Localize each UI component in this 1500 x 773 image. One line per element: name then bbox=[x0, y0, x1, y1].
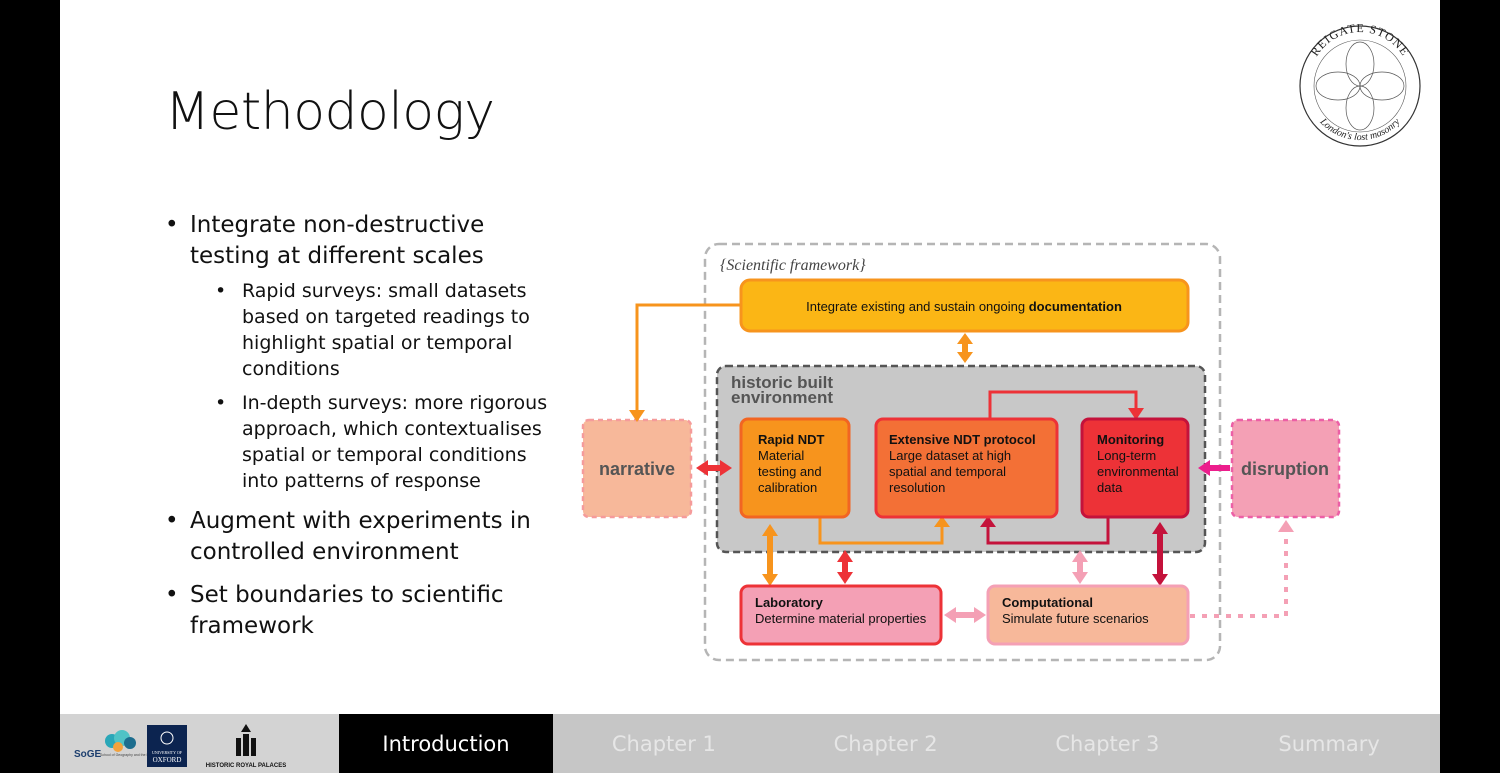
laboratory-text: Laboratory Determine material properties bbox=[755, 595, 927, 626]
lower-arrows bbox=[762, 522, 1168, 586]
oxford-text: OXFORD bbox=[153, 756, 182, 764]
extensive-ndt-box bbox=[874, 417, 1059, 519]
tab-introduction[interactable]: Introduction bbox=[339, 714, 553, 773]
partner-logos: SoGE School of Geography and the Environ… bbox=[60, 714, 339, 773]
disruption-label: disruption bbox=[1241, 459, 1329, 479]
slide-title: Methodology bbox=[165, 82, 495, 142]
connectors bbox=[635, 303, 1288, 618]
footer-nav: SoGE School of Geography and the Environ… bbox=[60, 714, 1440, 773]
computational-text: Computational Simulate future scenarios bbox=[1002, 595, 1149, 626]
narrative-label: narrative bbox=[599, 459, 675, 479]
environment-label-1: historic built bbox=[731, 373, 833, 392]
environment-label-2: environment bbox=[731, 388, 833, 407]
soge-text: SoGE bbox=[74, 749, 102, 760]
oxford-logo: UNIVERSITY OF OXFORD bbox=[147, 725, 187, 767]
sub-bullet-item: Rapid surveys: small datasets based on t… bbox=[215, 278, 550, 382]
tab-chapter-1[interactable]: Chapter 1 bbox=[611, 731, 716, 756]
bullet-text: Augment with experiments in controlled e… bbox=[190, 508, 531, 565]
rapid-ndt-box bbox=[739, 417, 851, 519]
extensive-ndt-text: Extensive NDT protocol Large dataset at … bbox=[889, 432, 1039, 495]
bullet-list: Integrate non-destructive testing at dif… bbox=[165, 210, 550, 654]
tab-chapter-3[interactable]: Chapter 3 bbox=[1055, 731, 1160, 756]
tab-summary[interactable]: Summary bbox=[1278, 731, 1380, 756]
sub-bullet-item: In-depth surveys: more rigorous approach… bbox=[215, 390, 550, 494]
hrp-logo: HISTORIC ROYAL PALACES bbox=[206, 724, 286, 769]
soge-subtext: School of Geography and the Environment bbox=[100, 753, 166, 757]
computational-box bbox=[986, 584, 1190, 646]
laboratory-box bbox=[739, 584, 943, 646]
framework-outline bbox=[703, 242, 1222, 662]
soge-logo: SoGE School of Geography and the Environ… bbox=[74, 730, 166, 760]
reigate-stone-logo: REIGATE STONE London's lost masonry bbox=[1299, 21, 1421, 147]
lab-computational-arrow bbox=[944, 607, 986, 623]
disruption-monitoring-arrow bbox=[1198, 460, 1230, 476]
sub-bullet-list: Rapid surveys: small datasets based on t… bbox=[215, 278, 550, 494]
monitoring-text: Monitoring Long-term environmental data bbox=[1097, 432, 1182, 495]
tab-chapter-2[interactable]: Chapter 2 bbox=[833, 731, 938, 756]
documentation-text: Integrate existing and sustain ongoing d… bbox=[806, 299, 1122, 314]
bullet-text: Set boundaries to scientific framework bbox=[190, 582, 504, 639]
framework-label: {Scientific framework} bbox=[720, 257, 866, 274]
monitoring-box bbox=[1080, 417, 1190, 519]
connector-arrowheads bbox=[629, 408, 1294, 532]
slide: Methodology Integrate non-destructive te… bbox=[60, 0, 1440, 773]
partner-logos-graphic: SoGE School of Geography and the Environ… bbox=[74, 724, 286, 769]
methodology-diagram: {Scientific framework} Integrate existin… bbox=[581, 242, 1341, 662]
bullet-item: Integrate non-destructive testing at dif… bbox=[165, 210, 550, 494]
narrative-rapid-arrow bbox=[696, 460, 732, 476]
bullet-text: Integrate non-destructive testing at dif… bbox=[190, 212, 485, 269]
doc-env-arrow bbox=[957, 333, 973, 363]
disruption-box bbox=[1230, 418, 1341, 519]
hrp-text: HISTORIC ROYAL PALACES bbox=[206, 763, 286, 769]
rapid-ndt-text: Rapid NDT Material testing and calibrati… bbox=[758, 432, 828, 495]
oxford-subtext: UNIVERSITY OF bbox=[152, 750, 183, 755]
bullet-item: Set boundaries to scientific framework bbox=[165, 580, 550, 642]
bullet-item: Augment with experiments in controlled e… bbox=[165, 506, 550, 568]
